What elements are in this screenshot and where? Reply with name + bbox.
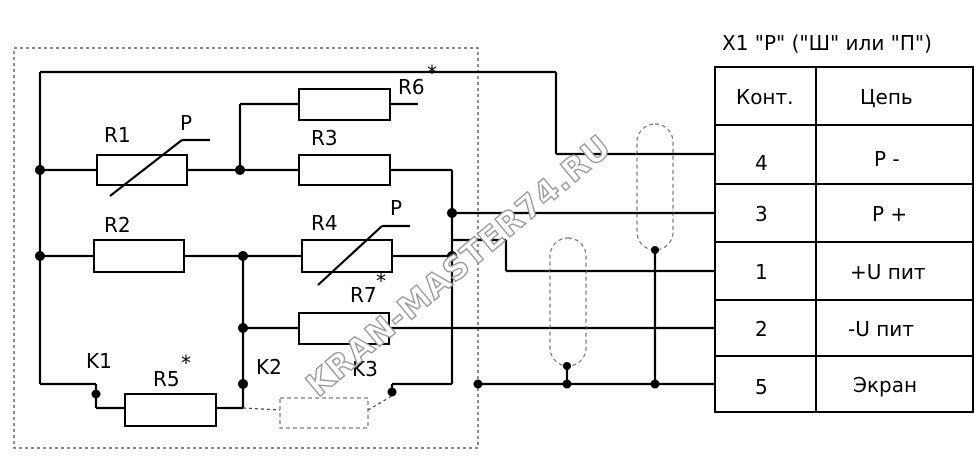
resistor-r4	[301, 239, 393, 273]
resistor-r2	[93, 239, 185, 273]
label-r2: R2	[104, 213, 131, 237]
resistor-r6	[298, 88, 391, 121]
label-r3: R3	[311, 126, 338, 150]
label-p2: Р	[390, 196, 402, 220]
label-r7: R7	[350, 283, 377, 307]
row-contact: 4	[755, 151, 768, 175]
star-r5: *	[181, 351, 191, 375]
star-r7: *	[376, 269, 386, 293]
resistor-r7	[298, 312, 390, 345]
row-circuit: Р -	[874, 147, 900, 171]
row-circuit: +U пит	[850, 260, 926, 284]
variable-mark-r4	[317, 225, 383, 286]
variable-mark-r1	[109, 139, 183, 197]
label-k2: K2	[256, 355, 282, 379]
row-circuit: Экран	[853, 373, 917, 397]
row-contact: 1	[755, 260, 768, 284]
star-r6: *	[427, 61, 437, 85]
resistor-r3	[298, 154, 391, 186]
label-r5: R5	[153, 367, 180, 391]
shield-sleeve-2	[636, 123, 674, 251]
label-r1: R1	[104, 123, 131, 147]
junction-dots	[35, 165, 660, 399]
row-contact: 5	[755, 375, 768, 399]
row-contact: 2	[755, 317, 768, 341]
col-header-contact: Конт.	[736, 85, 794, 109]
connector-title: X1 "Р" ("Ш" или "П")	[722, 31, 932, 55]
label-r4: R4	[311, 211, 338, 235]
row-circuit: Р +	[872, 202, 907, 226]
resistor-r5	[124, 393, 217, 427]
label-r6: R6	[398, 75, 425, 99]
row-circuit: -U пит	[848, 317, 914, 341]
label-k1: K1	[86, 349, 112, 373]
label-k3: K3	[352, 357, 378, 381]
shield-sleeve-1	[549, 237, 587, 367]
col-header-circuit: Цепь	[860, 85, 913, 109]
optional-resistor	[279, 397, 369, 429]
label-p1: Р	[180, 111, 192, 135]
connector-table	[714, 66, 974, 413]
row-contact: 3	[755, 202, 768, 226]
